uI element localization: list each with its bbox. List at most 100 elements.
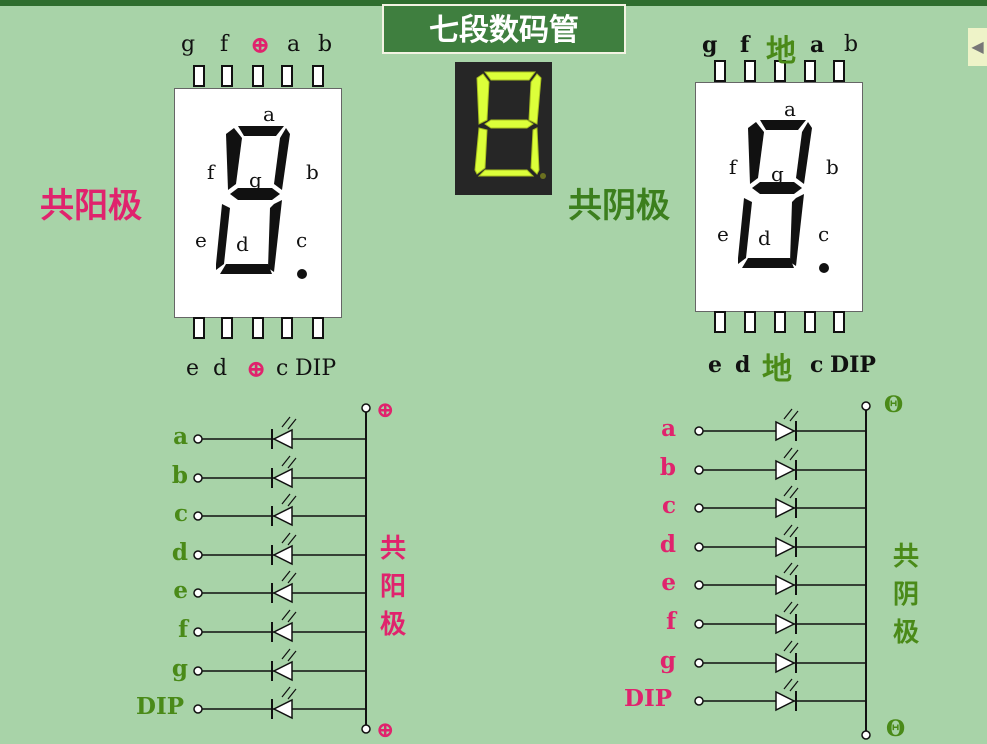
- left-terminal-bottom-label: ⊕: [376, 717, 395, 743]
- left-segment-group: [216, 126, 307, 279]
- left-bus-top-terminal: [361, 403, 371, 413]
- right-input-terminal: [694, 465, 704, 475]
- left-light-arrow-icon: [287, 650, 297, 662]
- right-channel-label: a: [661, 415, 676, 442]
- left-bottom-pin-label: ⊕: [246, 354, 267, 383]
- right-bottom-pin-label: c: [810, 352, 824, 378]
- common-cathode-label: 共阴极: [568, 186, 670, 226]
- right-channel-label: c: [661, 492, 676, 519]
- right-terminal-bottom-label: Θ: [886, 716, 906, 742]
- right-seg-label-g: g: [771, 162, 784, 186]
- left-channel-label: d: [171, 539, 188, 566]
- left-light-arrow-icon: [287, 418, 297, 430]
- right-input-terminal: [694, 542, 704, 552]
- right-bus-top-terminal: [861, 401, 871, 411]
- right-segment-group: [738, 120, 829, 273]
- right-light-arrow-icon: [789, 564, 799, 576]
- left-segment-c: [268, 200, 282, 272]
- left-segment-b: [274, 128, 290, 190]
- right-top-pin-label: 地: [766, 34, 796, 69]
- left-seg-label-e: e: [195, 228, 207, 252]
- left-input-terminal: [193, 434, 203, 444]
- left-input-terminal: [193, 627, 203, 637]
- left-seg-label-b: b: [306, 160, 319, 184]
- left-light-arrow-icon: [281, 570, 291, 582]
- right-seg-label-d: d: [758, 226, 771, 250]
- left-bottom-pin: [193, 317, 205, 339]
- right-segment-c: [790, 194, 804, 266]
- common-anode-label: 共阳极: [40, 186, 142, 226]
- right-light-arrow-icon: [789, 449, 799, 461]
- left-segment-g: [230, 188, 280, 200]
- left-segment-e: [216, 204, 230, 270]
- left-top-pin: [193, 65, 205, 87]
- right-channel-label: b: [659, 454, 676, 481]
- right-vertical-label-3: 极: [892, 618, 919, 648]
- page-title: 七段数码管: [382, 4, 626, 54]
- left-diode-icon: [272, 698, 293, 720]
- right-light-arrow-icon: [789, 680, 799, 692]
- right-bottom-pin-label: e: [708, 352, 722, 378]
- right-diode-icon: [775, 536, 796, 558]
- right-light-arrow-icon: [783, 447, 793, 459]
- left-top-pin-label: ⊕: [250, 30, 271, 59]
- left-bus-bottom-terminal: [361, 724, 371, 734]
- left-diode-icon: [272, 621, 293, 643]
- right-seg-label-f: f: [729, 155, 737, 179]
- right-channel-label: d: [659, 531, 676, 558]
- right-light-arrow-icon: [783, 408, 793, 420]
- right-top-pin: [744, 60, 756, 82]
- left-input-terminal: [193, 511, 203, 521]
- right-bottom-pin: [833, 311, 845, 333]
- left-seg-label-d: d: [236, 232, 249, 256]
- left-diode-icon: [272, 582, 293, 604]
- left-channel-label: e: [173, 577, 188, 604]
- right-seg-label-e: e: [717, 222, 729, 246]
- left-light-arrow-icon: [287, 534, 297, 546]
- right-input-terminal: [694, 696, 704, 706]
- prev-slide-button[interactable]: ◀: [968, 28, 987, 66]
- left-light-arrow-icon: [281, 609, 291, 621]
- left-light-arrow-icon: [281, 416, 291, 428]
- right-top-pin-label: g: [702, 32, 718, 58]
- right-top-pin-label: a: [810, 32, 825, 58]
- right-segment-a: [760, 120, 806, 130]
- right-bottom-pin: [804, 311, 816, 333]
- right-diode-icon: [775, 613, 796, 635]
- right-segment-g: [752, 182, 802, 194]
- left-vertical-label-3: 极: [379, 610, 406, 640]
- right-channel-label: f: [666, 608, 676, 635]
- right-light-arrow-icon: [789, 526, 799, 538]
- right-segment-e: [738, 198, 752, 264]
- left-diode-icon: [272, 505, 293, 527]
- left-light-arrow-icon: [281, 648, 291, 660]
- left-channel-label: DIP: [136, 693, 184, 720]
- left-channel-label: c: [173, 500, 188, 527]
- left-diode-icon: [272, 660, 293, 682]
- right-light-arrow-icon: [783, 485, 793, 497]
- left-bottom-pin-label: DIP: [295, 356, 337, 381]
- right-segment-d: [742, 258, 794, 268]
- led-digit-eight-icon: [474, 71, 546, 179]
- right-input-terminal: [694, 503, 704, 513]
- left-light-arrow-icon: [287, 611, 297, 623]
- left-channel-label: b: [171, 462, 188, 489]
- left-top-pin: [281, 65, 293, 87]
- left-seg-label-c: c: [296, 228, 308, 252]
- right-light-arrow-icon: [783, 601, 793, 613]
- right-input-terminal: [694, 426, 704, 436]
- right-light-arrow-icon: [783, 562, 793, 574]
- right-terminal-top-label: Θ: [884, 392, 904, 418]
- left-bottom-pin-label: c: [276, 356, 289, 381]
- left-decimal-point: [297, 269, 307, 279]
- right-vertical-label-1: 共: [892, 542, 919, 572]
- left-top-pin-label: b: [318, 32, 333, 57]
- left-diode-icon: [272, 467, 293, 489]
- right-seg-label-a: a: [784, 97, 796, 121]
- right-light-arrow-icon: [783, 678, 793, 690]
- left-bottom-pin-label: d: [213, 356, 228, 381]
- left-light-arrow-icon: [287, 572, 297, 584]
- right-channel-label: g: [659, 647, 676, 674]
- left-seg-label-g: g: [249, 168, 262, 192]
